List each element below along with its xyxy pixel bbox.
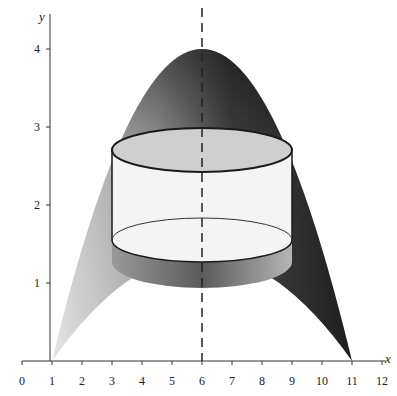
tick-label: 1 <box>49 375 55 387</box>
tick-label: 5 <box>169 375 175 387</box>
y-ticks <box>46 49 50 283</box>
axis-name: x <box>385 352 391 365</box>
axis-name: y <box>39 10 45 23</box>
tick-label: 8 <box>259 375 265 387</box>
x-axis <box>22 361 386 362</box>
tick-label: 7 <box>229 375 235 387</box>
tick-label: 10 <box>316 375 328 387</box>
tick-label: 2 <box>79 375 85 387</box>
tick-label: 4 <box>139 375 145 387</box>
tick-label: 4 <box>34 43 40 55</box>
tick-label: 3 <box>34 121 40 133</box>
rotation-axis <box>201 8 203 361</box>
tick-label: 6 <box>199 375 205 387</box>
tick-label: 11 <box>346 375 358 387</box>
tick-label: 9 <box>289 375 295 387</box>
tick-label: 12 <box>376 375 388 387</box>
y-axis <box>50 14 51 361</box>
tick-label: 1 <box>34 277 40 289</box>
x-ticks <box>22 361 382 365</box>
tick-label: 3 <box>109 375 115 387</box>
tick-label: 2 <box>34 199 40 211</box>
tick-label: 0 <box>19 375 25 387</box>
